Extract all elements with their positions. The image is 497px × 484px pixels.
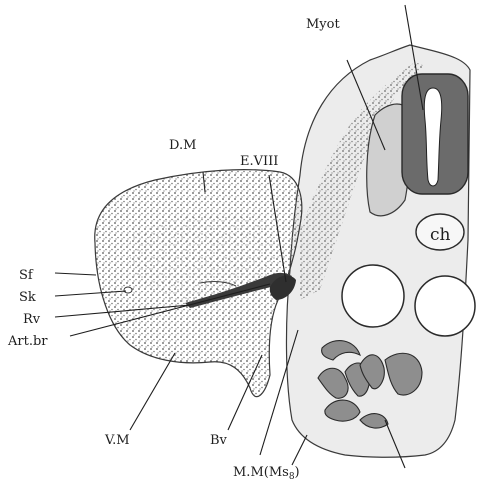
vm-leader (130, 353, 175, 430)
label-mm: M.M(Ms8) (233, 465, 300, 482)
mm-tick (292, 435, 307, 465)
label-ch: ch (430, 225, 451, 245)
label-mm-base: M.M(Ms (233, 465, 289, 480)
vessel-left (342, 265, 404, 327)
label-vm: V.M (104, 433, 130, 448)
sf-leader (55, 273, 96, 275)
label-dm: D.M (169, 138, 196, 153)
label-artbr: Art.br (7, 334, 48, 349)
label-sk: Sk (19, 290, 36, 305)
label-eviii: E.VIII (240, 154, 278, 169)
label-myot: Myot (306, 17, 340, 32)
label-bv: Bv (210, 433, 228, 448)
label-rv: Rv (23, 312, 41, 327)
vessel-right (415, 276, 475, 336)
sk-dot (124, 287, 132, 293)
label-mm-close: ) (295, 465, 300, 480)
label-sf: Sf (19, 268, 34, 283)
